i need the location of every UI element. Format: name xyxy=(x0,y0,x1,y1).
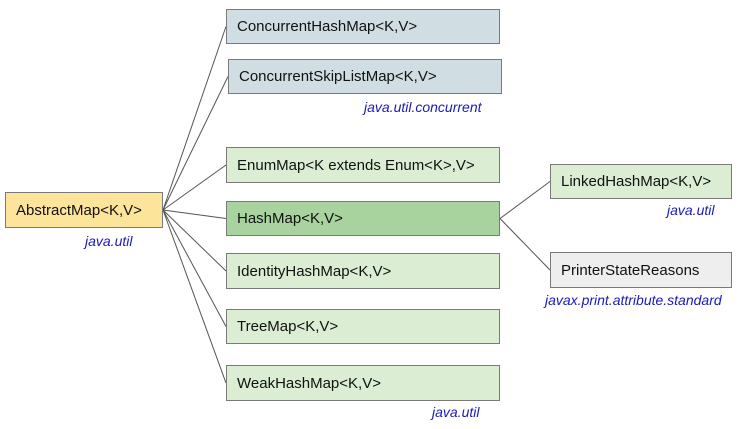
connector-root-to-identity-hash-map xyxy=(162,209,227,272)
connector-root-to-concurrent-skip-list-map xyxy=(162,76,229,211)
weak-hash-map-node[interactable]: WeakHashMap<K,V> xyxy=(226,365,500,401)
connector-root-to-concurrent-hash-map xyxy=(162,26,227,211)
printer-state-reasons-package-label: javax.print.attribute.standard xyxy=(545,292,722,308)
connector-hash-map-to-linked-hash-map xyxy=(499,181,551,219)
abstract-map-package-label: java.util xyxy=(85,233,133,249)
connector-root-to-tree-map xyxy=(162,209,227,327)
connector-hash-map-to-printer-state-reasons xyxy=(499,218,551,271)
connector-root-to-weak-hash-map xyxy=(162,209,227,384)
enum-map-node[interactable]: EnumMap<K extends Enum<K>,V> xyxy=(226,147,500,183)
util-package-label: java.util xyxy=(432,404,480,420)
identity-hash-map-node[interactable]: IdentityHashMap<K,V> xyxy=(226,253,500,289)
linked-hash-map-package-label: java.util xyxy=(667,202,715,218)
linked-hash-map-node[interactable]: LinkedHashMap<K,V> xyxy=(550,164,732,199)
connector-root-to-enum-map xyxy=(162,164,227,211)
abstract-map-node[interactable]: AbstractMap<K,V> xyxy=(5,192,163,228)
concurrent-hash-map-node[interactable]: ConcurrentHashMap<K,V> xyxy=(226,9,500,44)
connector-root-to-hash-map xyxy=(162,209,227,219)
concurrent-package-label: java.util.concurrent xyxy=(364,99,482,115)
printer-state-reasons-node[interactable]: PrinterStateReasons xyxy=(550,252,732,288)
tree-map-node[interactable]: TreeMap<K,V> xyxy=(226,309,500,344)
hash-map-node[interactable]: HashMap<K,V> xyxy=(226,201,500,236)
concurrent-skip-list-map-node[interactable]: ConcurrentSkipListMap<K,V> xyxy=(228,59,502,94)
